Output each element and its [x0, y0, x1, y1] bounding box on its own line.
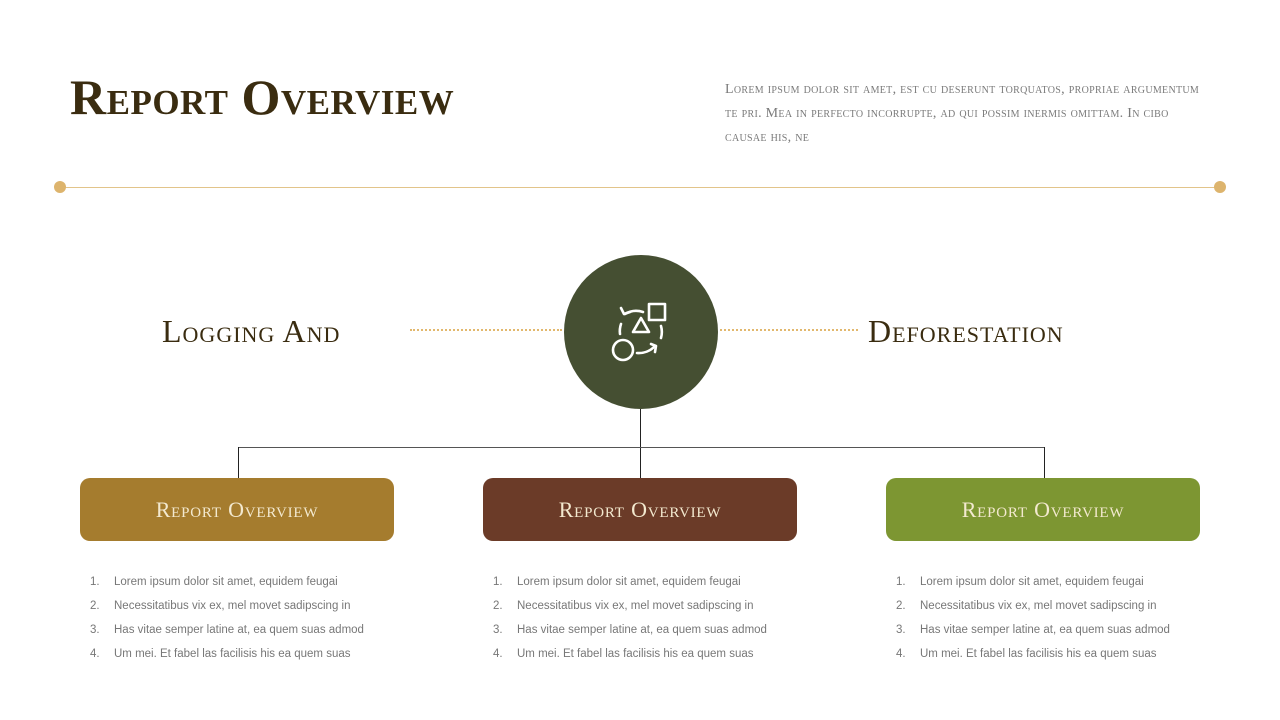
card-3-header: Report Overview — [886, 478, 1200, 541]
list-item: 1.Lorem ipsum dolor sit amet, equidem fe… — [896, 576, 1144, 588]
card-2-header: Report Overview — [483, 478, 797, 541]
intro-paragraph: Lorem ipsum dolor sit amet, est cu deser… — [725, 82, 1200, 145]
left-dotted-connector — [410, 329, 562, 331]
card-3-list: 1.Lorem ipsum dolor sit amet, equidem fe… — [896, 570, 1216, 666]
list-item: 1.Lorem ipsum dolor sit amet, equidem fe… — [90, 576, 338, 588]
left-label: Logging And — [162, 313, 341, 349]
list-item: 4.Um mei. Et fabel las facilisis his ea … — [896, 648, 1157, 660]
list-item: 1.Lorem ipsum dolor sit amet, equidem fe… — [493, 576, 741, 588]
right-dotted-connector — [720, 329, 858, 331]
card-1-list: 1.Lorem ipsum dolor sit amet, equidem fe… — [90, 570, 410, 666]
divider-dot-right — [1214, 181, 1226, 193]
list-item: 2.Necessitatibus vix ex, mel movet sadip… — [896, 600, 1157, 612]
hub-circle — [564, 255, 718, 409]
list-item: 2.Necessitatibus vix ex, mel movet sadip… — [493, 600, 754, 612]
header-divider — [60, 187, 1220, 188]
list-item: 4.Um mei. Et fabel las facilisis his ea … — [493, 648, 754, 660]
divider-dot-left — [54, 181, 66, 193]
list-item: 3.Has vitae semper latine at, ea quem su… — [90, 624, 364, 636]
connector-trunk — [640, 409, 641, 478]
list-item: 4.Um mei. Et fabel las facilisis his ea … — [90, 648, 351, 660]
shapes-cycle-icon — [611, 302, 667, 362]
card-2-list: 1.Lorem ipsum dolor sit amet, equidem fe… — [493, 570, 813, 666]
right-label: Deforestation — [868, 313, 1064, 349]
connector-left-drop — [238, 447, 239, 478]
connector-branch — [238, 447, 1045, 448]
page-title: Report Overview — [70, 69, 455, 125]
card-1-header: Report Overview — [80, 478, 394, 541]
list-item: 3.Has vitae semper latine at, ea quem su… — [493, 624, 767, 636]
list-item: 2.Necessitatibus vix ex, mel movet sadip… — [90, 600, 351, 612]
list-item: 3.Has vitae semper latine at, ea quem su… — [896, 624, 1170, 636]
connector-right-drop — [1044, 447, 1045, 478]
